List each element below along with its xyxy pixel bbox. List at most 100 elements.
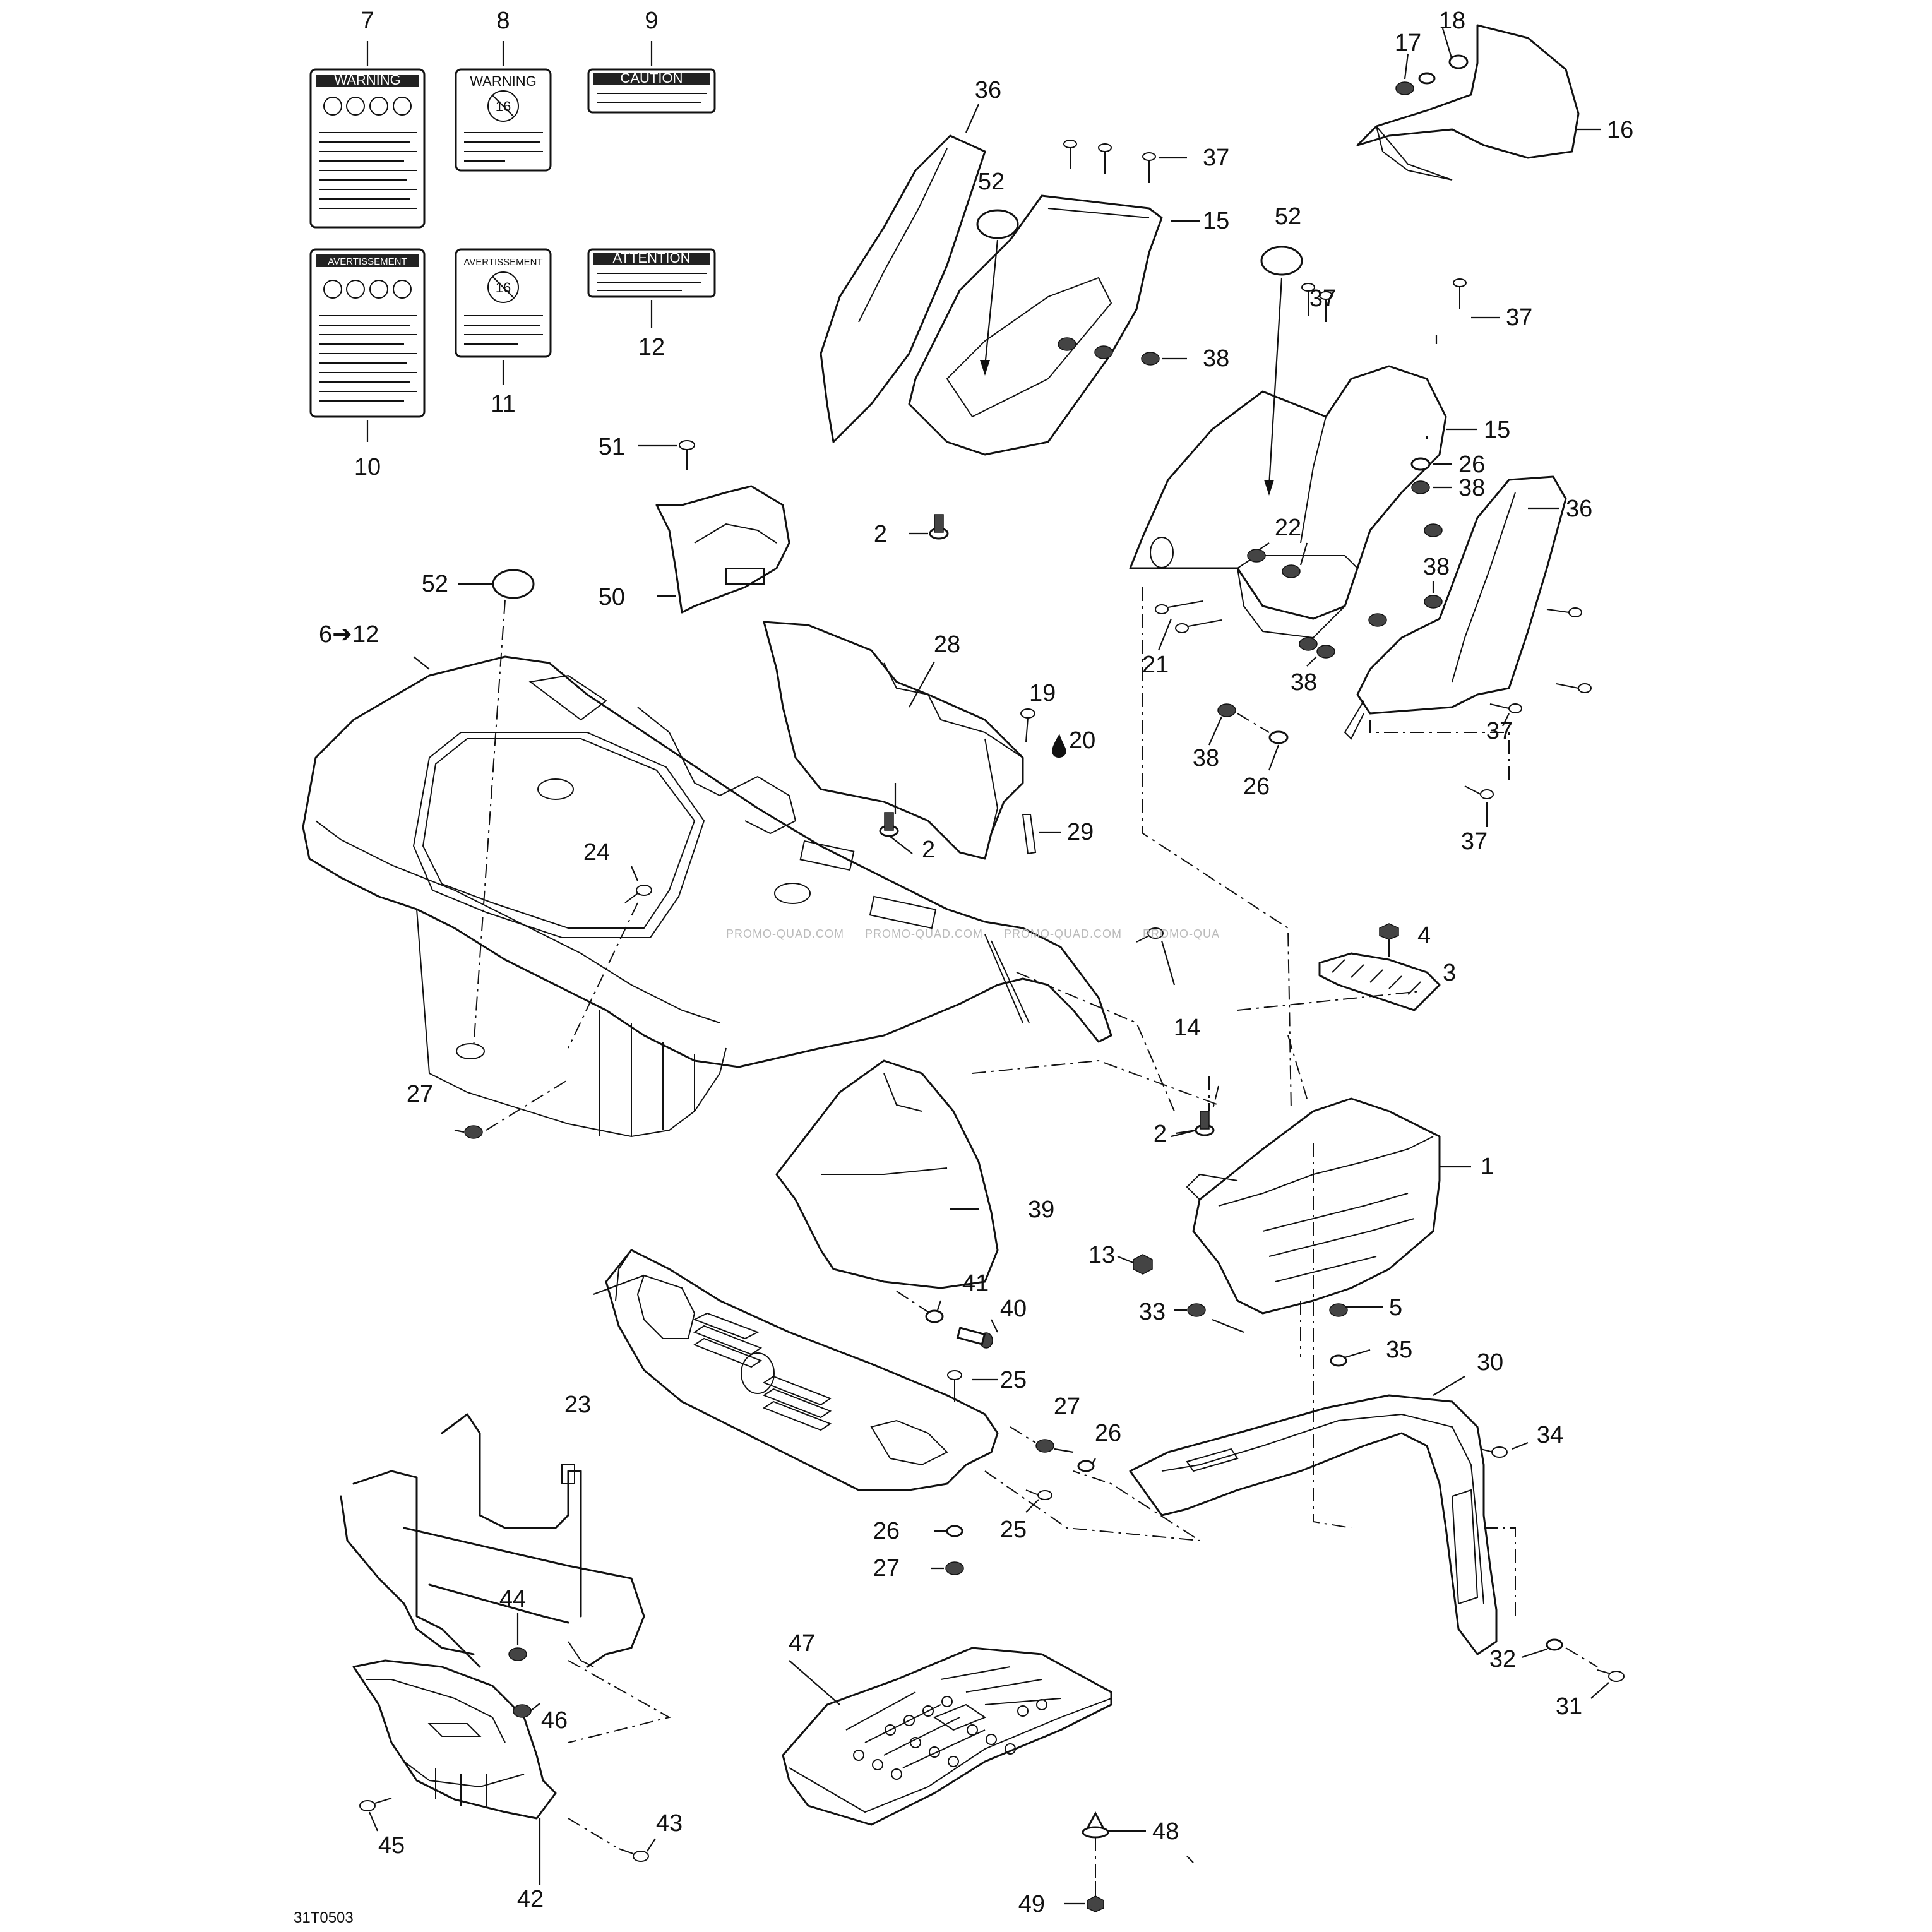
- screw-14: [1136, 927, 1176, 986]
- threadlocker-20: [1052, 734, 1066, 758]
- washer-35: [1330, 1354, 1347, 1367]
- screw-2-footwell: [1195, 1076, 1215, 1136]
- label-37-right-a: 37: [1309, 285, 1336, 312]
- label-25-upper: 25: [1000, 1367, 1027, 1393]
- fasteners-17-18: [1395, 28, 1469, 95]
- label-46: 46: [541, 1707, 568, 1734]
- decal-11-header: AVERTISSEMENT: [463, 257, 542, 268]
- label-11: 11: [491, 391, 515, 417]
- screws-37-right-top: [1301, 278, 1500, 322]
- nut-13: [1133, 1254, 1153, 1275]
- watermark-2: PROMO-QUAD.COM: [865, 927, 983, 940]
- watermark-1: PROMO-QUAD.COM: [726, 927, 844, 940]
- label-29: 29: [1067, 819, 1094, 845]
- label-52-right: 52: [1275, 203, 1301, 230]
- part-52-cap-top: [976, 209, 1019, 376]
- label-42: 42: [517, 1886, 544, 1912]
- screw-49: [1064, 1837, 1104, 1912]
- decal-9-header: CAUTION: [621, 70, 683, 86]
- label-15-top: 15: [1203, 208, 1229, 234]
- part-6-front-rack-body: [302, 655, 1112, 1138]
- label-5: 5: [1389, 1294, 1402, 1321]
- label-30: 30: [1477, 1349, 1503, 1376]
- washer-nut-26-38-right: [1410, 457, 1452, 494]
- screw-19: [1020, 708, 1035, 742]
- label-14: 14: [1174, 1015, 1200, 1041]
- diagram-code: 31T0503: [294, 1909, 354, 1926]
- label-19: 19: [1029, 680, 1056, 707]
- decal-9: CAUTION: [587, 68, 716, 114]
- label-38-under: 38: [1291, 669, 1317, 696]
- label-40: 40: [1000, 1296, 1027, 1322]
- label-24: 24: [583, 839, 610, 866]
- part-30-lower-fender: [1129, 1376, 1498, 1655]
- decal-8-header: WARNING: [470, 73, 537, 89]
- part-15-front-right-fender: [1129, 365, 1477, 639]
- decal-7-header: WARNING: [334, 72, 401, 88]
- label-36-right: 36: [1566, 496, 1592, 522]
- screw-51: [638, 440, 695, 470]
- assembly-line-30: [1484, 1527, 1516, 1616]
- label-37-top: 37: [1203, 145, 1229, 171]
- label-38-top: 38: [1203, 345, 1229, 372]
- part-39-inner-cover: [775, 1059, 999, 1289]
- nut-washer-27-26: [1010, 1426, 1095, 1472]
- label-39: 39: [1028, 1196, 1054, 1223]
- label-28: 28: [934, 631, 960, 658]
- label-44: 44: [499, 1586, 526, 1613]
- label-26-lower-grille: 26: [873, 1518, 900, 1544]
- nuts-38-right: [1368, 523, 1443, 627]
- label-35: 35: [1386, 1337, 1412, 1363]
- label-23: 23: [564, 1392, 591, 1418]
- label-13: 13: [1088, 1242, 1115, 1268]
- label-38-right: 38: [1458, 475, 1485, 501]
- label-26-right: 26: [1458, 451, 1485, 478]
- screw-43: [568, 1818, 649, 1862]
- part-16-rear-flap: [1356, 24, 1601, 181]
- assembly-lines-right: [972, 587, 1421, 1529]
- screws-21: [1155, 600, 1222, 633]
- decal-8: WARNING 16: [455, 68, 552, 172]
- part-42-skid-plate: [352, 1659, 557, 1820]
- bumper-48: [1082, 1811, 1146, 1839]
- part-15-front-left-fender: [908, 194, 1163, 456]
- watermark-4: PROMO-QUA: [1143, 927, 1220, 940]
- part-3-footrest-peg: [1318, 952, 1441, 1011]
- label-17: 17: [1395, 30, 1421, 56]
- label-32: 32: [1489, 1646, 1516, 1673]
- part-36-left-fender-extension: [820, 134, 986, 443]
- label-18: 18: [1439, 8, 1465, 34]
- label-38-mid: 38: [1423, 554, 1450, 580]
- label-4: 4: [1417, 922, 1431, 949]
- label-12: 12: [638, 334, 665, 361]
- assembly-line-42: [568, 1660, 671, 1743]
- decal-7: WARNING: [309, 68, 426, 229]
- label-25-lower: 25: [1000, 1517, 1027, 1543]
- label-27-left: 27: [407, 1081, 433, 1107]
- label-50: 50: [599, 584, 625, 611]
- screw-4: [1379, 923, 1399, 957]
- part-23-front-grille: [605, 1249, 999, 1491]
- screw-45: [359, 1798, 392, 1811]
- label-27-grille: 27: [1054, 1393, 1080, 1420]
- label-49: 49: [1018, 1891, 1045, 1917]
- label-26-lower: 26: [1243, 773, 1270, 800]
- label-37-right-d: 37: [1461, 828, 1488, 855]
- label-2-top: 2: [874, 521, 887, 547]
- screw-24: [568, 885, 652, 1049]
- label-8: 8: [496, 8, 510, 34]
- label-37-right-b: 37: [1506, 304, 1532, 331]
- screw-2-center: [879, 783, 899, 837]
- clip-29: [1022, 814, 1037, 855]
- nut-27-left: [464, 1079, 569, 1139]
- assembly-line-23: [984, 1470, 1200, 1541]
- label-20: 20: [1069, 727, 1095, 754]
- part-36-right-fender-extension: [1344, 475, 1567, 740]
- label-52-left: 52: [422, 571, 448, 597]
- callout-labels: 7 8 9 10 11 12 36 52 37 15 38 2 18 17 16…: [319, 8, 1633, 1917]
- nut-33: [1187, 1303, 1206, 1317]
- screw-25-upper: [947, 1370, 962, 1402]
- decal-12: ATTENTION: [587, 248, 716, 298]
- nut-46: [513, 1704, 532, 1718]
